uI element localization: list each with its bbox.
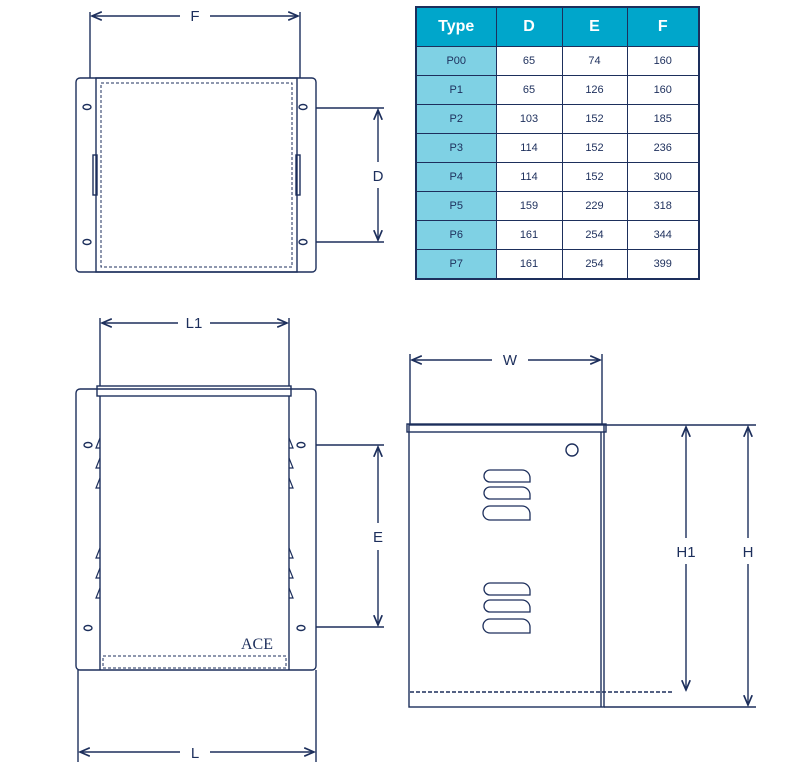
dim-label-f: F <box>190 8 199 25</box>
value-cell: 318 <box>626 191 700 221</box>
column-header-type: Type <box>415 6 497 47</box>
type-cell: P3 <box>415 133 497 163</box>
dim-label-h: H <box>743 544 754 561</box>
value-cell: 344 <box>626 220 700 250</box>
type-cell: P7 <box>415 249 497 280</box>
value-cell: 161 <box>495 220 563 250</box>
value-cell: 152 <box>561 162 628 192</box>
dim-label-e: E <box>373 529 383 546</box>
dim-label-w: W <box>503 352 518 369</box>
value-cell: 160 <box>626 46 700 76</box>
value-cell: 161 <box>495 249 563 280</box>
value-cell: 152 <box>561 133 628 163</box>
value-cell: 114 <box>495 133 563 163</box>
value-cell: 185 <box>626 104 700 134</box>
value-cell: 103 <box>495 104 563 134</box>
value-cell: 65 <box>495 46 563 76</box>
type-cell: P2 <box>415 104 497 134</box>
value-cell: 300 <box>626 162 700 192</box>
value-cell: 254 <box>561 249 628 280</box>
dim-label-h1: H1 <box>676 544 695 561</box>
dim-label-l: L <box>191 745 199 762</box>
dim-label-d: D <box>373 168 384 185</box>
column-header-e: E <box>561 6 628 47</box>
value-cell: 229 <box>561 191 628 221</box>
column-header-d: D <box>495 6 563 47</box>
value-cell: 160 <box>626 75 700 105</box>
value-cell: 399 <box>626 249 700 280</box>
value-cell: 126 <box>561 75 628 105</box>
type-cell: P1 <box>415 75 497 105</box>
value-cell: 236 <box>626 133 700 163</box>
type-cell: P00 <box>415 46 497 76</box>
value-cell: 152 <box>561 104 628 134</box>
brand-logo: ACE <box>241 636 273 653</box>
column-header-f: F <box>626 6 700 47</box>
front-view <box>75 318 384 762</box>
value-cell: 254 <box>561 220 628 250</box>
side-view <box>406 354 756 708</box>
value-cell: 74 <box>561 46 628 76</box>
type-cell: P6 <box>415 220 497 250</box>
value-cell: 159 <box>495 191 563 221</box>
type-cell: P4 <box>415 162 497 192</box>
value-cell: 114 <box>495 162 563 192</box>
dim-label-l1: L1 <box>186 315 203 332</box>
top-view <box>75 12 384 273</box>
type-cell: P5 <box>415 191 497 221</box>
value-cell: 65 <box>495 75 563 105</box>
